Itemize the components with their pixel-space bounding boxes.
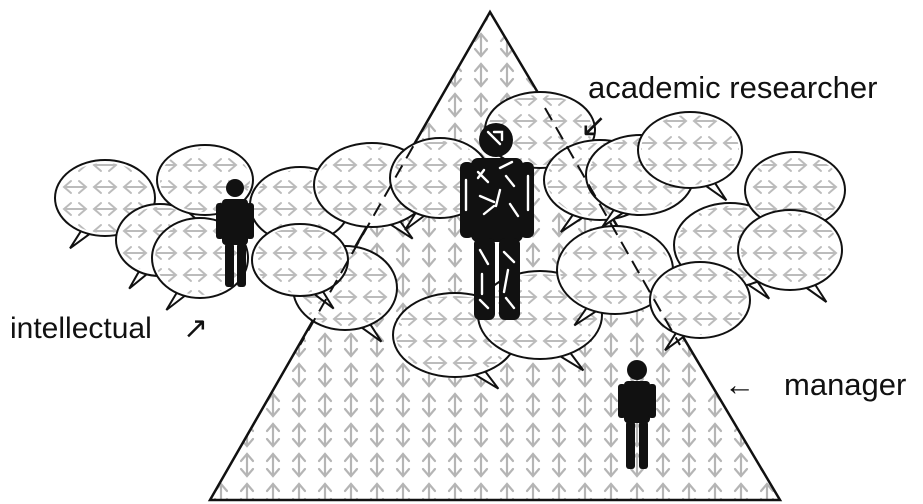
academic-researcher-person-icon: [460, 123, 534, 320]
manager-pointer-icon: ←: [724, 367, 755, 402]
speech-bubble-cloud: [54, 91, 846, 390]
speech-bubble: [156, 144, 254, 229]
intellectual-person-icon: [216, 179, 254, 287]
speech-bubble: [649, 261, 751, 352]
academic-researcher-pointer-icon: ↙: [580, 107, 607, 143]
speech-bubble: [251, 223, 349, 310]
manager-label-group: ← manager: [724, 367, 906, 402]
intellectual-pointer-icon: ↗: [183, 312, 208, 345]
manager-person-icon: [618, 360, 656, 469]
intellectual-label-group: intellectual ↗: [10, 312, 208, 345]
intellectual-label: intellectual: [10, 312, 152, 345]
academic-researcher-label: academic researcher: [588, 70, 877, 105]
academic-researcher-label-group: academic researcher ↙: [580, 70, 877, 143]
manager-label: manager: [784, 367, 906, 402]
speech-bubble: [637, 111, 743, 202]
pyramid-dashed-edges: [299, 107, 681, 346]
speech-bubble: [737, 209, 843, 303]
